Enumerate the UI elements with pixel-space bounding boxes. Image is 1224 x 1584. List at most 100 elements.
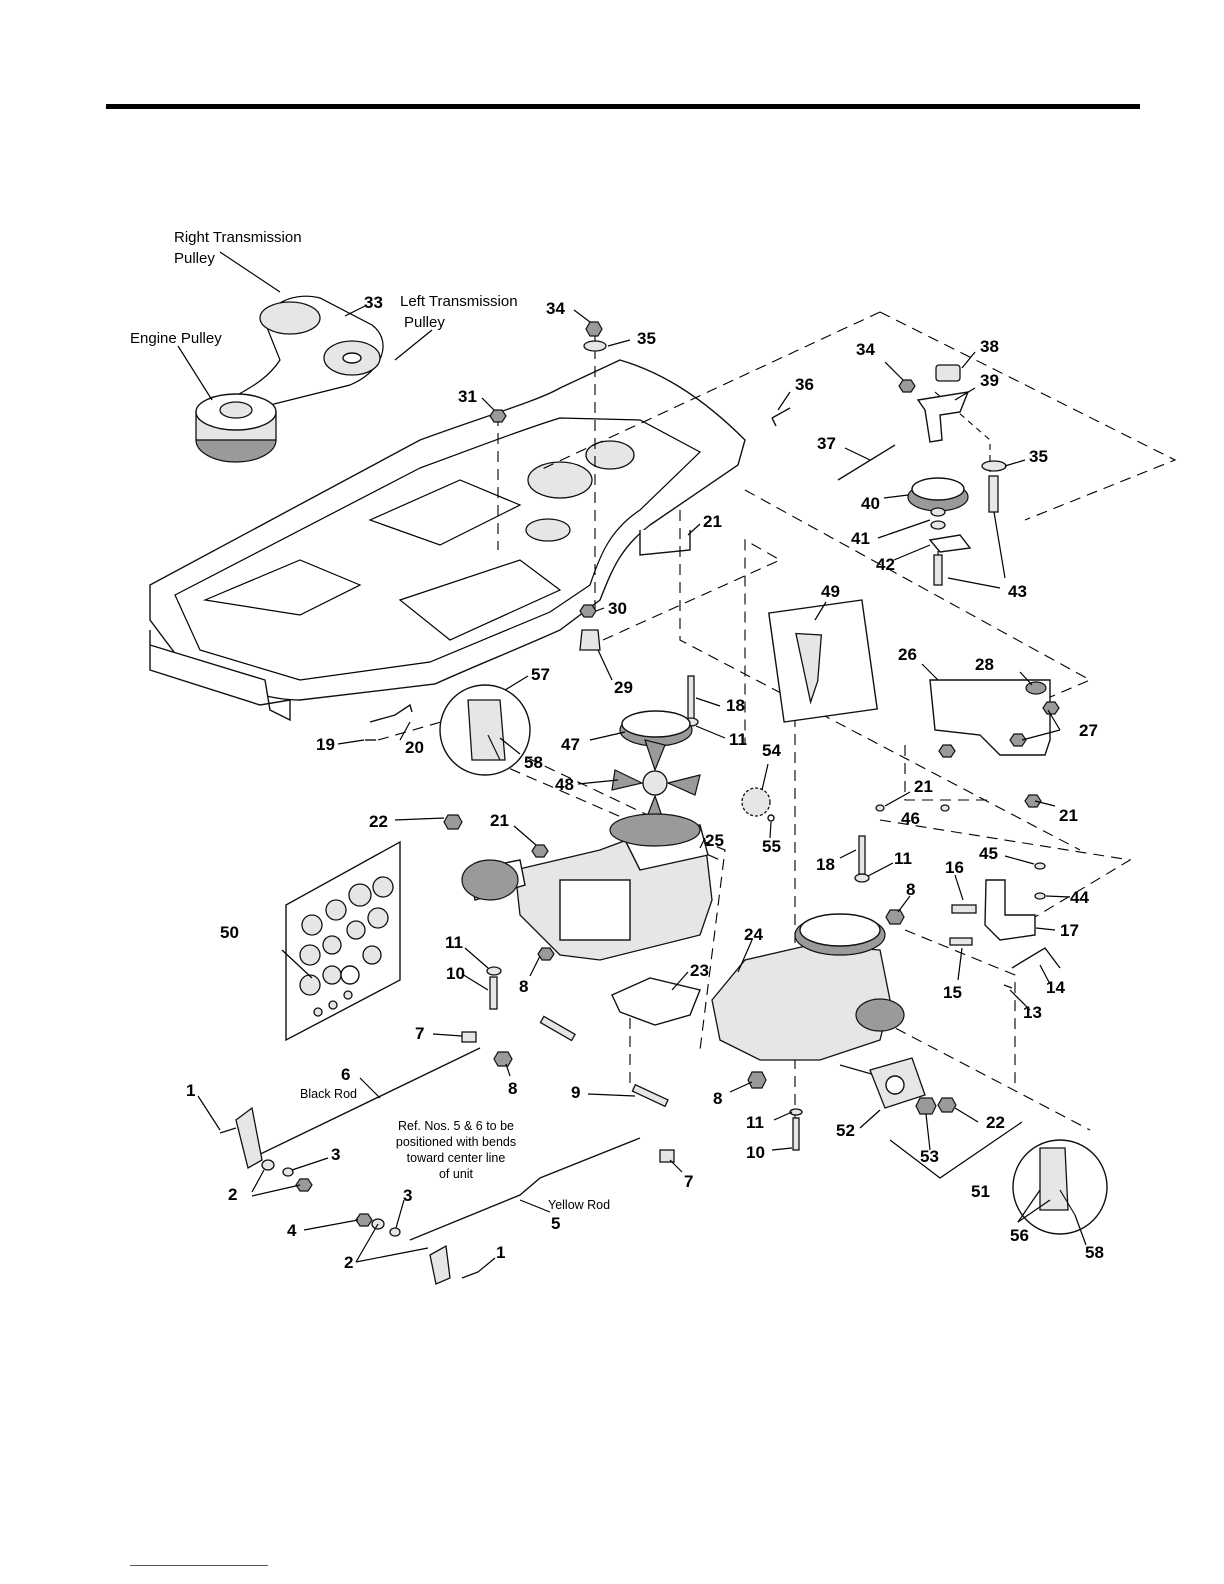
callout-25: 25 xyxy=(705,831,724,850)
spring-37-icon xyxy=(837,444,896,481)
callout-6: 6 xyxy=(341,1065,350,1084)
callout-11a: 11 xyxy=(729,730,747,749)
callout-11d: 11 xyxy=(746,1113,764,1132)
callout-31: 31 xyxy=(458,387,477,406)
gear-54-icon xyxy=(741,787,771,817)
nut-8c-icon xyxy=(493,1051,513,1067)
washer-44-icon xyxy=(1034,892,1046,900)
bracket-56-icon xyxy=(1039,1147,1069,1211)
bracket-57-icon xyxy=(467,699,506,761)
bolt-43b-icon xyxy=(933,554,943,586)
right-transmission-24-icon xyxy=(711,913,905,1076)
washer-35b-icon xyxy=(981,460,1007,472)
callout-26: 26 xyxy=(898,645,917,664)
nut-4-icon xyxy=(295,1178,313,1192)
callout-2a: 2 xyxy=(228,1185,237,1204)
callout-50: 50 xyxy=(220,923,239,942)
callout-15: 15 xyxy=(943,983,962,1002)
footer-link-underline[interactable] xyxy=(130,1565,268,1566)
callout-35: 35 xyxy=(637,329,656,348)
clip-45-icon xyxy=(1034,862,1046,870)
callout-8d: 8 xyxy=(713,1089,722,1108)
callout-53: 53 xyxy=(920,1147,939,1166)
pivot-29-icon xyxy=(579,629,601,651)
rod-note-line3: toward center line xyxy=(407,1151,506,1165)
callout-4: 4 xyxy=(287,1221,297,1240)
front-bumper xyxy=(149,630,291,722)
callout-54: 54 xyxy=(762,741,781,760)
callout-10a: 10 xyxy=(446,964,465,983)
spacer-41-icon xyxy=(930,507,946,517)
callout-8c: 8 xyxy=(508,1079,517,1098)
nut-53-icon xyxy=(915,1097,937,1115)
bracket-42-icon xyxy=(928,534,972,553)
leader-lines xyxy=(177,251,1087,1273)
bracket-1a-icon xyxy=(235,1106,263,1169)
washer-11c-icon xyxy=(486,966,502,976)
callout-21c: 21 xyxy=(1059,806,1078,825)
nut-21c-icon xyxy=(938,744,956,758)
callout-34b: 34 xyxy=(856,340,875,359)
bolt-9b-icon xyxy=(631,1083,669,1108)
callout-56: 56 xyxy=(1010,1226,1029,1245)
pivot-7b-icon xyxy=(659,1149,675,1163)
detail-box-49 xyxy=(768,599,878,723)
nut-34-icon xyxy=(585,321,603,337)
bolt-18b-icon xyxy=(858,835,866,875)
callout-18a: 18 xyxy=(726,696,745,715)
bolt-15-icon xyxy=(949,937,973,946)
callout-52: 52 xyxy=(836,1121,855,1140)
callout-1a: 1 xyxy=(186,1081,195,1100)
nut-22a-icon xyxy=(443,814,463,830)
label-right-transmission-pulley-line1: Right Transmission xyxy=(174,229,302,246)
label-black-rod: Black Rod xyxy=(300,1087,357,1101)
bolt-1a-icon xyxy=(219,1127,237,1134)
bolt-10a-icon xyxy=(489,976,498,1010)
callout-30: 30 xyxy=(608,599,627,618)
washer-46-icon xyxy=(875,804,885,812)
callout-20: 20 xyxy=(405,738,424,757)
frame-cutout-center xyxy=(368,479,522,546)
callout-27: 27 xyxy=(1079,721,1098,740)
callout-43: 43 xyxy=(1008,582,1027,601)
clip-13-icon xyxy=(1003,984,1013,989)
callout-57: 57 xyxy=(531,665,550,684)
rod-note-line1: Ref. Nos. 5 & 6 to be xyxy=(398,1119,514,1133)
frame-plate-hole xyxy=(527,461,593,499)
callout-33: 33 xyxy=(364,293,383,312)
label-yellow-rod: Yellow Rod xyxy=(548,1198,610,1212)
nut-8d-icon xyxy=(747,1071,767,1089)
callout-11c: 11 xyxy=(445,933,463,952)
nut-4b-icon xyxy=(355,1213,373,1227)
frame-inner-edge xyxy=(174,417,702,681)
bolt-16-icon xyxy=(951,904,977,914)
callout-41: 41 xyxy=(851,529,870,548)
bolt-1b-icon xyxy=(461,1271,479,1279)
label-right-transmission-pulley-line2: Pulley xyxy=(174,250,215,267)
callout-58a: 58 xyxy=(524,753,543,772)
black-rod-6-icon xyxy=(247,1047,481,1161)
nut-8a-icon xyxy=(537,947,555,961)
spring-58b-icon xyxy=(1059,1189,1076,1216)
callout-23: 23 xyxy=(690,961,709,980)
seal-kit-50-icon xyxy=(285,840,401,1042)
engine-pulley-icon xyxy=(195,393,277,463)
main-frame xyxy=(149,359,746,722)
callout-2b: 2 xyxy=(344,1253,353,1272)
callout-58b: 58 xyxy=(1085,1243,1104,1262)
right-transmission-pulley-icon xyxy=(259,301,321,335)
callout-3a: 3 xyxy=(331,1145,340,1164)
callout-48: 48 xyxy=(555,775,574,794)
frame-cutout-left xyxy=(202,559,362,616)
nut-21d-icon xyxy=(1024,794,1042,808)
washer-11d-icon xyxy=(789,1108,803,1116)
callout-29: 29 xyxy=(614,678,633,697)
spring-58-icon xyxy=(487,734,501,761)
frame-plate-hole-2 xyxy=(585,440,635,470)
bracket-1b-icon xyxy=(429,1244,451,1285)
callout-19: 19 xyxy=(316,735,335,754)
frame-cutout-bottom xyxy=(398,559,562,641)
callout-55: 55 xyxy=(762,837,781,856)
callout-35b: 35 xyxy=(1029,447,1048,466)
callout-16: 16 xyxy=(945,858,964,877)
